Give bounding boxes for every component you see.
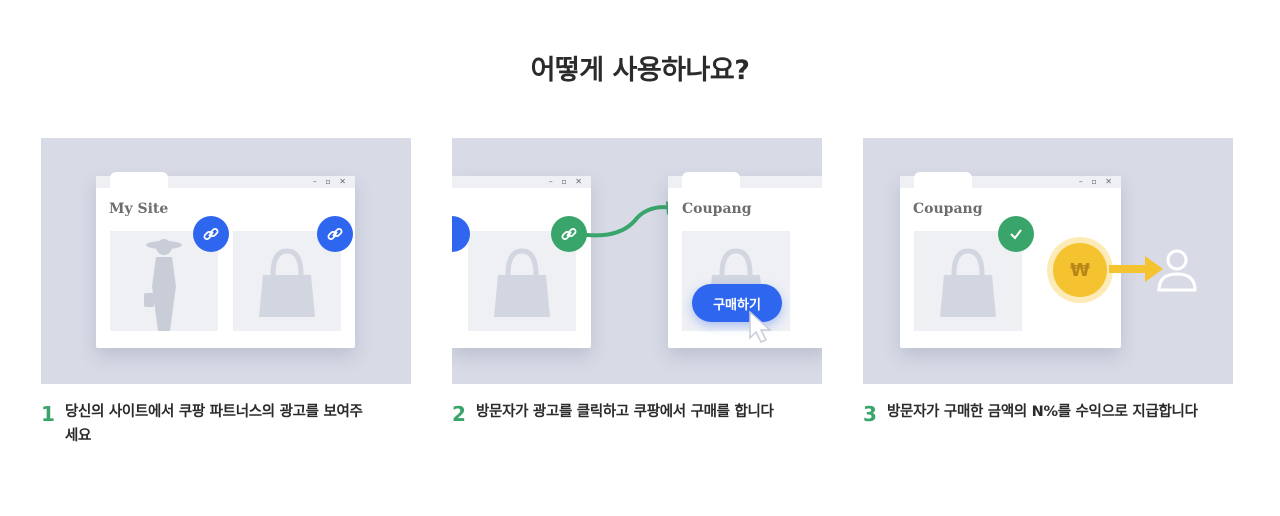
- browser-window: – ▫ ✕ My Site: [96, 172, 355, 348]
- bag-icon: [940, 248, 996, 317]
- cursor-icon: [749, 310, 772, 343]
- step-2-illustration: – ▫ ✕ Coupang 구매하기: [452, 138, 822, 384]
- window-controls-icon: – ▫ ✕: [548, 177, 585, 186]
- step-1: 1 당신의 사이트에서 쿠팡 파트너스의 광고를 보여주세요: [41, 400, 365, 448]
- buy-button[interactable]: 구매하기: [692, 284, 782, 322]
- step-3: 3 방문자가 구매한 금액의 N%를 수익으로 지급합니다: [863, 400, 1237, 426]
- step-2: 2 방문자가 광고를 클릭하고 쿠팡에서 구매를 합니다: [452, 400, 776, 426]
- site-name: My Site: [109, 201, 169, 217]
- arrow-icon: [1109, 256, 1163, 282]
- step-text: 방문자가 광고를 클릭하고 쿠팡에서 구매를 합니다: [476, 404, 774, 420]
- step-text: 방문자가 구매한 금액의 N%를 수익으로 지급합니다: [887, 404, 1198, 420]
- step-number: 1: [41, 402, 55, 426]
- coin-icon: ₩: [1053, 243, 1107, 297]
- person-icon: [1157, 249, 1197, 292]
- step-3-illustration: – ▫ ✕ Coupang ₩: [863, 138, 1233, 384]
- step-number: 2: [452, 402, 466, 426]
- site-name: Coupang: [913, 201, 983, 217]
- step-text: 당신의 사이트에서 쿠팡 파트너스의 광고를 보여주세요: [65, 404, 363, 444]
- check-icon: [998, 216, 1034, 252]
- arrow-icon: [585, 201, 678, 238]
- bag-icon: [494, 248, 550, 317]
- step-1-illustration: – ▫ ✕ My Site: [41, 138, 411, 384]
- browser-window: Coupang: [668, 172, 822, 348]
- window-controls-icon: – ▫ ✕: [312, 177, 349, 186]
- window-controls-icon: – ▫ ✕: [1078, 177, 1115, 186]
- link-icon: [317, 216, 353, 252]
- page-title: 어떻게 사용하나요?: [530, 55, 750, 86]
- link-icon: [452, 216, 470, 252]
- link-icon: [193, 216, 229, 252]
- person-silhouette-icon: [144, 239, 182, 331]
- link-icon: [551, 216, 587, 252]
- browser-window: – ▫ ✕: [452, 176, 591, 348]
- site-name: Coupang: [682, 201, 752, 217]
- bag-icon: [259, 248, 315, 317]
- step-number: 3: [863, 402, 877, 426]
